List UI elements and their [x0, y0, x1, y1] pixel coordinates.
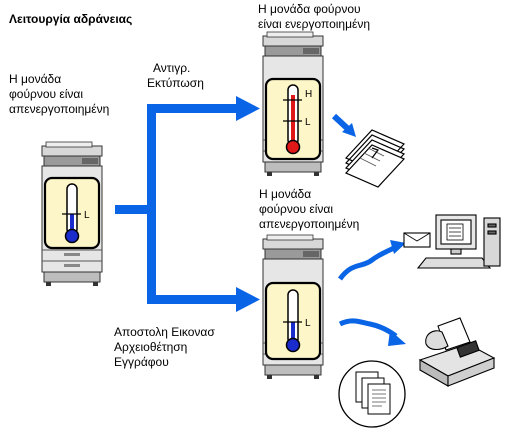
arrow-trunk: [147, 104, 156, 304]
thermometer-low-mark: L: [305, 318, 311, 329]
diagram-title: Λειτουργία αδράνειας: [9, 12, 133, 26]
upper-arrow-label-line: Αντιγρ.: [153, 61, 191, 75]
lower-arrow-label-line: Αρχειοθέτηση: [114, 340, 188, 354]
mid-right-label-line: Η μονάδα: [259, 187, 312, 201]
mid-right-label-line: απενεργοποιημένη: [259, 217, 360, 231]
arrow-lower-shaft: [147, 295, 237, 304]
thermometer-low-mark: L: [305, 117, 311, 128]
left-label-line: απενεργοποιημένη: [9, 102, 110, 116]
left-label: Η μονάδα φούρνου είναι απενεργοποιημένη: [9, 72, 109, 117]
thermometer-icon: L: [43, 176, 101, 250]
arrow-upper-shaft: [147, 104, 237, 113]
top-right-label: Η μονάδα φούρνου είναι ενεργοποιημένη: [258, 2, 370, 32]
branch-arrows: [115, 96, 260, 312]
thermometer-icon: H L: [264, 77, 322, 161]
document-stack-icon: [344, 129, 406, 188]
lower-arrow-label: Αποστολη Εικονασ Αρχειοθέτηση Εγγράφου: [114, 325, 215, 370]
lower-arrow-label-line: Εγγράφου: [114, 355, 169, 369]
mid-right-label: Η μονάδα φούρνου είναι απενεργοποιημένη: [259, 187, 359, 232]
upper-arrow-label: Αντιγρ. Εκτύπωση: [147, 61, 204, 91]
arrow-upper-head: [236, 96, 260, 121]
wave-arrow-icon: [338, 318, 406, 346]
thermometer-icon: L: [264, 281, 322, 361]
thermometer-low-mark: L: [84, 210, 90, 221]
arrow-lower-head: [236, 287, 260, 312]
top-right-label-line: Η μονάδα φούρνου: [258, 2, 361, 16]
upper-arrow-label-line: Εκτύπωση: [147, 76, 204, 90]
document-stack-icon: [338, 360, 406, 428]
left-label-line: Η μονάδα: [9, 72, 62, 86]
wave-arrow-icon: [337, 240, 406, 281]
output-arrow: [331, 113, 356, 137]
computer-icon: [403, 214, 501, 269]
arrow-stem: [115, 205, 155, 214]
lower-arrow-label-line: Αποστολη Εικονασ: [114, 325, 215, 339]
top-right-label-line: είναι ενεργοποιημένη: [258, 17, 371, 31]
fax-icon: [418, 317, 496, 387]
left-label-line: φούρνου είναι: [9, 87, 84, 101]
mid-right-label-line: φούρνου είναι: [259, 202, 334, 216]
thermometer-high-mark: H: [305, 89, 312, 100]
